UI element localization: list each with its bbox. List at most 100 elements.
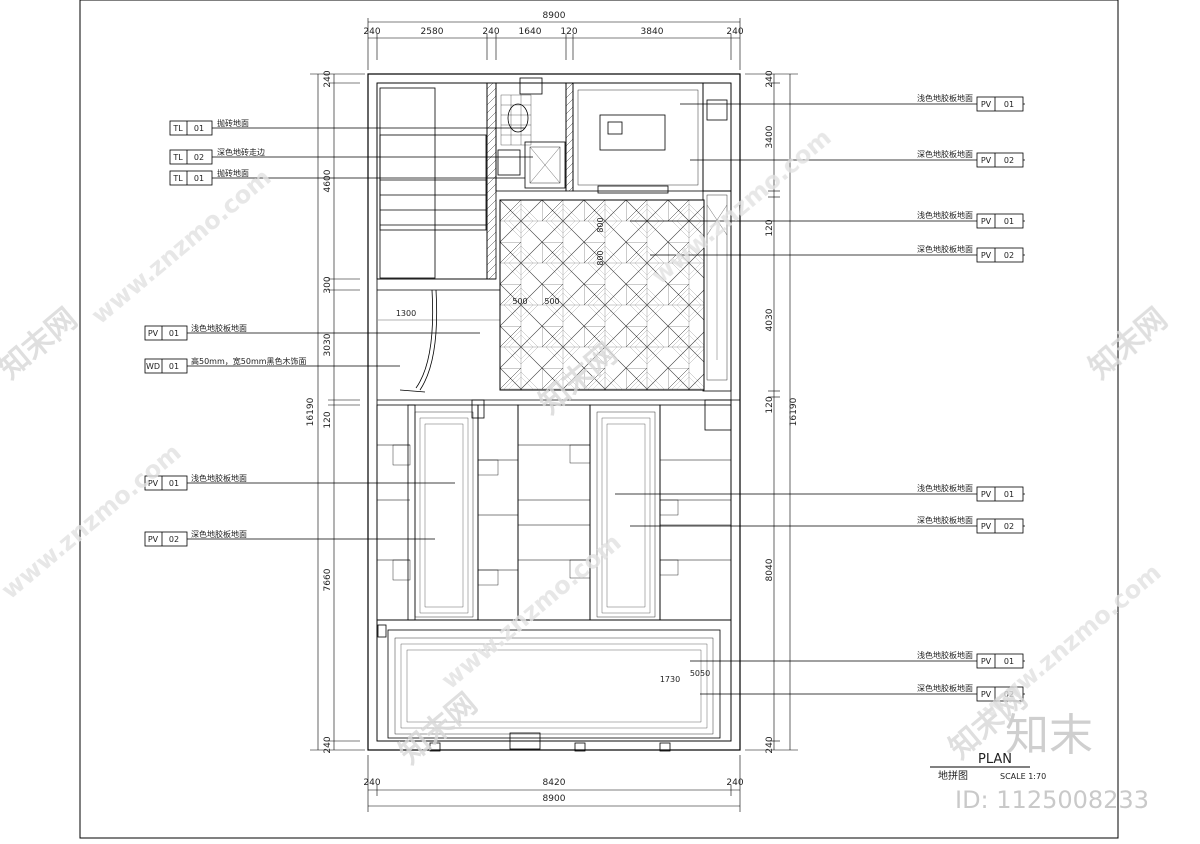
dim-top-total: 8900 (543, 11, 566, 21)
callout-code: PV (981, 100, 992, 109)
dim-right-seg: 8040 (765, 558, 775, 581)
callout-right-7: 浅色地胶板地面 PV 01 (917, 650, 1024, 669)
dim-top-seg: 3840 (641, 27, 664, 37)
watermark-brand: 知末网 (1083, 301, 1174, 386)
callout-right-1: 浅色地胶板地面 PV 01 (917, 93, 1024, 112)
top-rooms (376, 77, 732, 392)
watermark-brand: 知末网 (393, 686, 484, 771)
callout-num: 01 (194, 124, 204, 133)
callout-num: 01 (169, 329, 179, 338)
callout-right-8: 深色地胶板地面 PV 02 (917, 683, 1024, 702)
watermark-site: www.znzmo.com (86, 163, 277, 329)
dim-right-total: 16190 (789, 397, 799, 426)
dim-inner: 500 (544, 297, 559, 306)
callout-code: PV (981, 156, 992, 165)
dim-inner: 500 (512, 297, 527, 306)
dim-bottom-seg: 240 (726, 778, 743, 788)
dim-left-seg: 300 (323, 276, 333, 293)
callout-right-4: 深色地胶板地面 PV 02 (917, 244, 1024, 263)
title-block: PLAN 地拼图 SCALE 1:70 (930, 752, 1046, 782)
callout-pv01-b: PV 01 浅色地胶板地面 (144, 473, 247, 491)
callout-code: PV (981, 490, 992, 499)
callout-right-5: 浅色地胶板地面 PV 01 (917, 483, 1024, 502)
callout-text: 抛砖地面 (217, 118, 249, 128)
callout-text: 浅色地胶板地面 (917, 210, 973, 220)
brand-corner: 知末 ID: 1125008233 (955, 710, 1149, 814)
callout-text: 高50mm，宽50mm黑色木饰面 (191, 356, 307, 366)
callout-text: 浅色地胶板地面 (191, 473, 247, 483)
callout-code: TL (172, 174, 183, 183)
dim-right-seg: 4030 (765, 308, 775, 331)
dim-top-seg: 2580 (421, 27, 444, 37)
dim-inner: 1730 (660, 675, 680, 684)
dim-inner: 5050 (690, 669, 710, 678)
dim-top-seg: 240 (363, 27, 380, 37)
dim-left-total: 16190 (306, 397, 316, 426)
dim-top-seg: 240 (482, 27, 499, 37)
dim-bottom-seg: 8420 (543, 778, 566, 788)
brand-id: ID: 1125008233 (955, 786, 1149, 814)
callout-code: PV (981, 522, 992, 531)
callout-num: 01 (169, 479, 179, 488)
callout-text: 浅色地胶板地面 (917, 93, 973, 103)
callout-num: 02 (1004, 156, 1014, 165)
callout-leaders (145, 103, 1025, 695)
callout-code: PV (981, 690, 992, 699)
dim-top-seg: 240 (726, 27, 743, 37)
callout-code: PV (981, 251, 992, 260)
dim-bottom-total: 8900 (543, 794, 566, 804)
brand-logo: 知末 (1005, 710, 1093, 761)
callout-code: PV (981, 217, 992, 226)
callout-num: 02 (1004, 690, 1014, 699)
dim-right-seg: 120 (765, 219, 775, 236)
plan-title: PLAN (978, 752, 1012, 767)
dim-left-seg: 3030 (323, 333, 333, 356)
dim-left-seg: 240 (323, 70, 333, 87)
plan-scale: SCALE 1:70 (1000, 772, 1046, 781)
callout-tl02: TL 02 深色地砖走边 (169, 147, 265, 165)
callout-code: PV (148, 479, 159, 488)
callout-text: 深色地胶板地面 (191, 529, 247, 539)
callout-code: TL (172, 153, 183, 162)
left-callouts: TL 01 抛砖地面 TL 02 深色地砖走边 TL 01 抛砖地面 PV 01… (144, 118, 307, 547)
callout-pv02: PV 02 深色地胶板地面 (144, 529, 247, 547)
plan-name: 地拼图 (938, 769, 968, 782)
dim-right-seg: 240 (765, 70, 775, 87)
dim-top-seg: 1640 (519, 27, 542, 37)
tile-hall (499, 199, 705, 391)
callout-num: 02 (1004, 251, 1014, 260)
bottom-hall (376, 619, 732, 752)
callout-text: 深色地胶板地面 (917, 149, 973, 159)
dim-top-seg: 120 (560, 27, 577, 37)
callout-pv01-a: PV 01 浅色地胶板地面 (144, 323, 247, 341)
callout-num: 01 (169, 362, 179, 371)
dim-left-seg: 240 (323, 736, 333, 753)
callout-num: 01 (1004, 490, 1014, 499)
callout-num: 01 (1004, 217, 1014, 226)
callout-wd01: WD 01 高50mm，宽50mm黑色木饰面 (144, 356, 307, 374)
callout-num: 02 (169, 535, 179, 544)
dim-right-seg: 240 (765, 736, 775, 753)
drawing-border (79, 0, 1119, 839)
dim-left-seg: 7660 (323, 568, 333, 591)
right-callouts: 浅色地胶板地面 PV 01 深色地胶板地面 PV 02 浅色地胶板地面 PV 0… (917, 93, 1024, 702)
callout-text: 深色地砖走边 (217, 147, 265, 157)
callout-right-3: 浅色地胶板地面 PV 01 (917, 210, 1024, 229)
corridor (377, 278, 740, 401)
callout-code: PV (148, 329, 159, 338)
callout-tl01-b: TL 01 抛砖地面 (169, 168, 249, 186)
callout-text: 浅色地胶板地面 (191, 323, 247, 333)
watermark-site: www.znzmo.com (0, 438, 187, 604)
dim-left-seg: 120 (323, 411, 333, 428)
watermark-brand: 知末网 (0, 301, 84, 386)
callout-num: 01 (194, 174, 204, 183)
dim-right-seg: 120 (765, 396, 775, 413)
callout-text: 深色地胶板地面 (917, 244, 973, 254)
callout-right-2: 深色地胶板地面 PV 02 (917, 149, 1024, 168)
callout-num: 02 (194, 153, 204, 162)
dim-right-seg: 3400 (765, 125, 775, 148)
dim-inner: 1300 (396, 309, 416, 318)
callout-code: PV (148, 535, 159, 544)
callout-num: 01 (1004, 100, 1014, 109)
